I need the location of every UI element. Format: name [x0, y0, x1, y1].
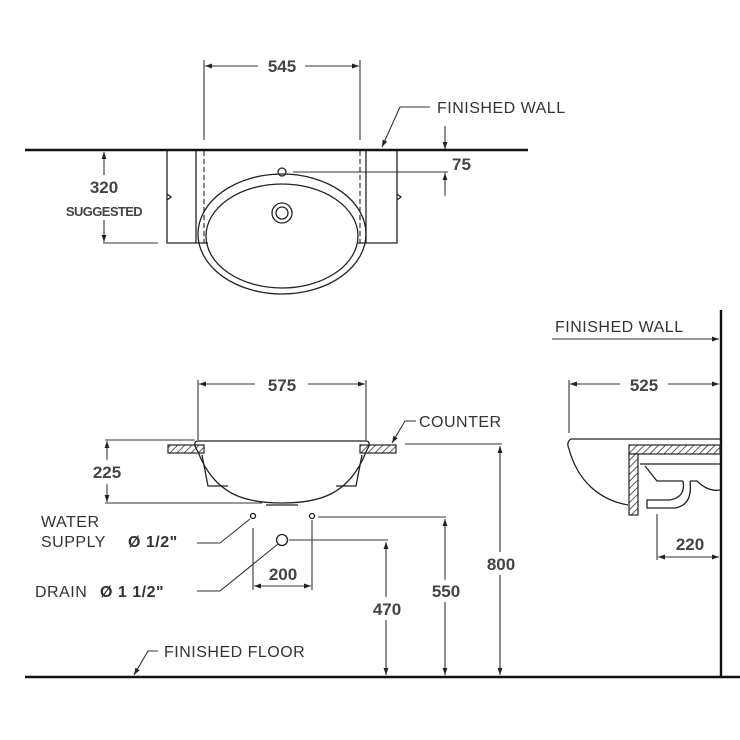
dim-525: 525	[630, 376, 658, 395]
counter-slab-right	[359, 444, 397, 454]
tap-hole-icon	[277, 167, 287, 177]
mounting-clamp-right	[336, 454, 363, 487]
break-mark	[166, 193, 173, 201]
side-finished-wall-label: FINISHED WALL	[555, 319, 684, 336]
basin-bowl-side	[567, 438, 629, 506]
trap-line	[690, 480, 721, 491]
top-view: 545 FINISHED WALL 75 320 SUGGESTED	[25, 57, 566, 295]
drain-outer-icon	[271, 202, 293, 224]
water-supply-label: WATER	[41, 514, 100, 531]
dim-320: 320	[90, 178, 118, 197]
break-mark	[396, 193, 403, 201]
basin-bowl	[197, 451, 367, 504]
trap-line	[646, 480, 692, 509]
dim-470: 470	[373, 600, 401, 619]
drain-hole-icon	[275, 533, 289, 547]
counter-leader	[391, 420, 416, 444]
bracket-right	[358, 151, 398, 244]
water-supply-hole-icon	[308, 512, 316, 520]
front-view: 575 225 COUNTER WATER SUPPLY Ø 1/2" DRAI…	[25, 376, 740, 679]
water-supply-size: Ø 1/2"	[128, 534, 178, 551]
dim-575: 575	[268, 376, 296, 395]
water-supply-label: SUPPLY	[41, 534, 106, 551]
finished-wall-label: FINISHED WALL	[437, 100, 566, 117]
floor-leader	[133, 650, 158, 676]
side-view: FINISHED WALL 525 220	[552, 310, 723, 677]
water-supply-hole-icon	[249, 512, 257, 520]
drain-leader	[197, 543, 279, 592]
water-supply-leader	[197, 518, 251, 544]
trap-line	[644, 465, 683, 482]
counter-top-side	[628, 444, 721, 455]
counter-label: COUNTER	[419, 414, 502, 431]
suggested-label: SUGGESTED	[66, 204, 142, 219]
bracket-left	[166, 151, 208, 244]
dim-225: 225	[93, 463, 121, 482]
drain-size: Ø 1 1/2"	[100, 584, 164, 601]
wall-leader	[381, 106, 430, 148]
basin-rim	[198, 440, 370, 453]
dim-200: 200	[269, 565, 297, 584]
basin-outer-rim	[197, 173, 367, 295]
drain-inner-icon	[275, 206, 289, 220]
basin-inner-bowl	[205, 183, 359, 289]
dim-800: 800	[487, 555, 515, 574]
mounting-clamp-left	[201, 454, 228, 487]
dim-550: 550	[432, 582, 460, 601]
counter-front-side	[628, 453, 639, 516]
finished-floor-label: FINISHED FLOOR	[164, 644, 305, 661]
basin-rim	[194, 440, 199, 453]
drain-label: DRAIN	[35, 584, 87, 601]
dim-545: 545	[268, 57, 296, 76]
dim-75: 75	[452, 155, 471, 174]
dim-220: 220	[676, 535, 704, 554]
counter-slab-left	[167, 444, 205, 454]
